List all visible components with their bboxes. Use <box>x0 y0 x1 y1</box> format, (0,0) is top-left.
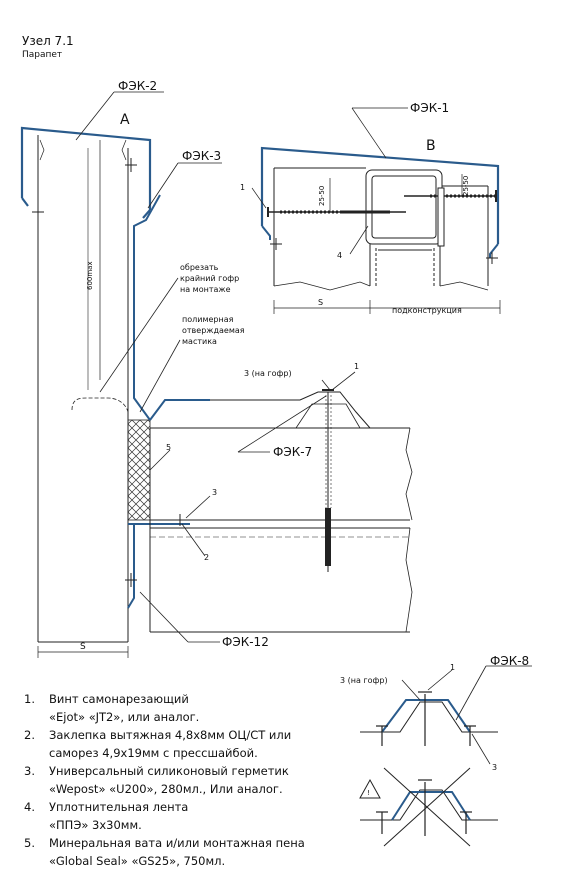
label-n3-a: 3 <box>212 488 217 497</box>
dim-s-left: S <box>80 642 86 652</box>
note-mastic-2: отверждаемая <box>182 326 245 335</box>
label-n1-a: 1 <box>354 362 359 371</box>
label-n4: 4 <box>337 251 342 260</box>
notes-list: 1.Винт самонарезающий«Ejot» «JT2», или а… <box>24 690 344 870</box>
dim-s-left-line <box>37 646 129 658</box>
dim-25-50-a: 25-50 <box>318 186 326 206</box>
note-mastic-1: полимерная <box>182 315 234 324</box>
label-fek8: ФЭК-8 <box>490 654 529 668</box>
flashing-fek3 <box>133 194 161 421</box>
label-corr-3b: 3 (на гофр) <box>340 676 388 685</box>
label-n5: 5 <box>166 443 171 452</box>
label-fek12: ФЭК-12 <box>222 635 269 649</box>
label-fek3: ФЭК-3 <box>182 149 221 163</box>
note-cut-1: обрезать <box>180 263 219 272</box>
detail-a: 600max <box>20 79 413 658</box>
note-item: 3.Универсальный силиконовый герметик«Wep… <box>24 764 289 796</box>
note-cut-3: на монтаже <box>180 285 231 294</box>
label-fek2: ФЭК-2 <box>118 79 157 93</box>
dim-600max: 600max <box>86 261 94 290</box>
label-corr-3a: 3 (на гофр) <box>244 369 292 378</box>
flashing-fek7 <box>149 399 210 421</box>
note-item: 1.Винт самонарезающий«Ejot» «JT2», или а… <box>24 692 200 724</box>
dim-s-b: S <box>318 298 323 307</box>
page-title: Узел 7.1 <box>22 34 74 48</box>
label-fek7: ФЭК-7 <box>273 445 312 459</box>
detail-b: ФЭК-1 В 1 4 25-50 25-50 S подконструкция <box>240 101 501 315</box>
screw-a <box>322 389 334 572</box>
label-n1-c: 1 <box>450 663 455 672</box>
label-warn: ! <box>367 789 370 797</box>
note-item: 5.Минеральная вата и/или монтажная пена«… <box>24 836 305 868</box>
flashing-fek2 <box>20 126 152 210</box>
note-cut-2: крайний гофр <box>180 274 239 283</box>
detail-fek8: ! 3 (на гофр) 1 ФЭК-8 3 <box>340 654 532 847</box>
subconstruction-box <box>273 167 489 291</box>
forbidden-cross <box>383 767 471 847</box>
flashing-fek1 <box>260 146 500 244</box>
screws-b <box>267 187 497 247</box>
label-n3-b: 3 <box>492 763 497 772</box>
note-item: 4.Уплотнительная лента«ППЭ» 3x30мм. <box>24 800 189 832</box>
label-subconstruction: подконструкция <box>392 306 462 315</box>
label-fek1: ФЭК-1 <box>410 101 449 115</box>
label-view-a: А <box>120 112 130 128</box>
note-mastic-3: мастика <box>182 337 217 346</box>
label-n2: 2 <box>204 553 209 562</box>
parapet-column <box>37 135 129 643</box>
label-n1-b: 1 <box>240 183 245 192</box>
warning-icon <box>359 778 381 799</box>
label-view-b: В <box>426 138 436 154</box>
mineral-wool <box>127 419 151 521</box>
page-subtitle: Парапет <box>22 50 63 60</box>
dim-25-50-b: 25-50 <box>462 176 470 196</box>
roof-panel <box>149 427 413 633</box>
cut-line <box>71 397 129 413</box>
